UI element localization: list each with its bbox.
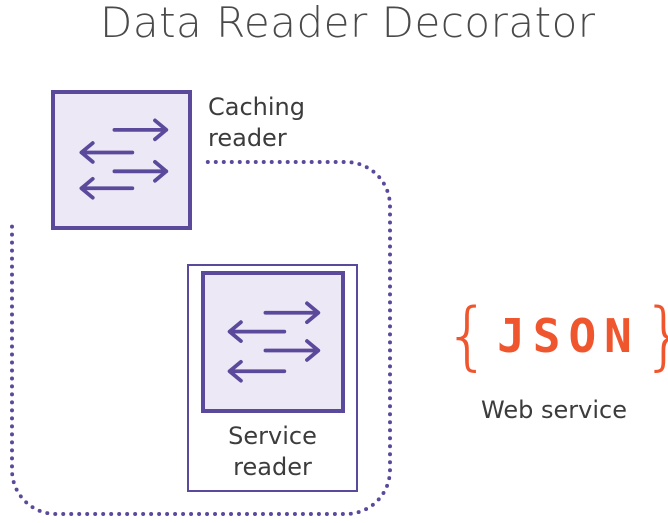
web-service-label: Web service — [481, 396, 627, 424]
json-close-brace: } — [642, 296, 668, 376]
caching-reader-label: Caching reader — [208, 93, 305, 152]
json-text: JSON — [497, 309, 640, 363]
diagram-title: Data Reader Decorator — [100, 0, 596, 47]
service-reader-label: Service reader — [228, 422, 317, 481]
json-open-brace: { — [444, 293, 492, 379]
service-reader-box — [201, 271, 345, 413]
swap-arrows-icon — [79, 118, 169, 200]
swap-arrows-icon — [227, 301, 321, 383]
caching-reader-box — [51, 90, 192, 230]
json-logo: { JSON } — [444, 293, 668, 379]
